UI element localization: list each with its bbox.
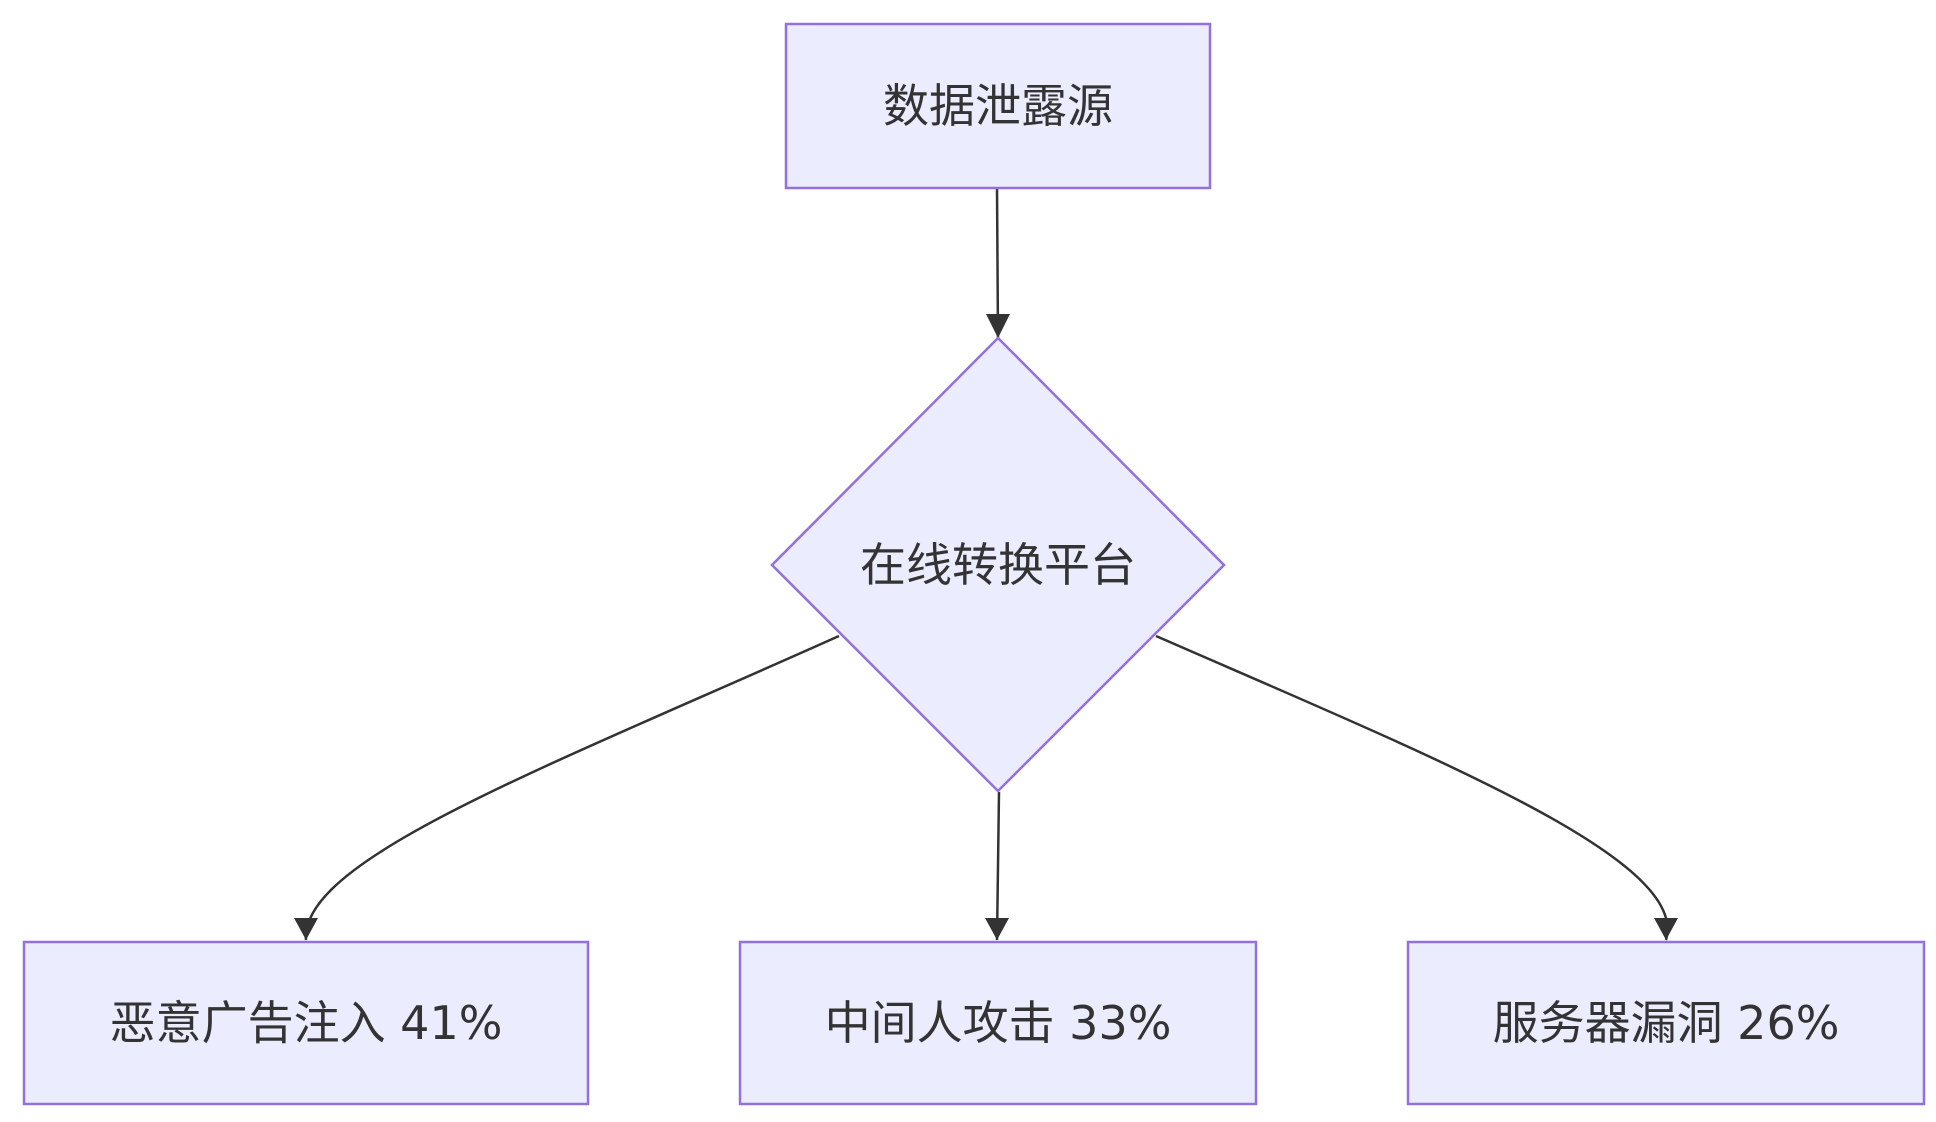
edges: [294, 187, 1678, 941]
edge-platform-to-server-vuln: [1155, 634, 1669, 941]
node-mitm[interactable]: 中间人攻击 33%: [738, 940, 1258, 1106]
node-source-box: [784, 22, 1212, 190]
arrowhead-platform-to-ad-injection: [294, 918, 318, 940]
node-mitm-box: [738, 940, 1258, 1106]
edge-source-to-platform: [995, 187, 1000, 339]
node-platform[interactable]: 在线转换平台: [770, 336, 1226, 793]
node-ad-injection-label: 恶意广告注入 41%: [110, 996, 503, 1050]
node-platform-diamond: [770, 336, 1226, 793]
node-platform-label: 在线转换平台: [860, 538, 1136, 592]
node-ad-injection[interactable]: 恶意广告注入 41%: [22, 940, 590, 1106]
node-server-vuln-label: 服务器漏洞 26%: [1493, 996, 1840, 1050]
node-server-vuln[interactable]: 服务器漏洞 26%: [1406, 940, 1926, 1106]
node-source[interactable]: 数据泄露源: [784, 22, 1212, 190]
node-ad-injection-box: [22, 940, 590, 1106]
node-source-label: 数据泄露源: [883, 79, 1113, 133]
arrowhead-platform-to-server-vuln: [1654, 918, 1678, 940]
edge-platform-to-ad-injection: [304, 634, 840, 941]
edge-platform-to-mitm: [995, 791, 1001, 941]
node-mitm-label: 中间人攻击 33%: [825, 996, 1172, 1050]
node-server-vuln-box: [1406, 940, 1926, 1106]
arrowhead-platform-to-mitm: [985, 918, 1009, 940]
arrowhead-source-to-platform: [986, 314, 1010, 338]
